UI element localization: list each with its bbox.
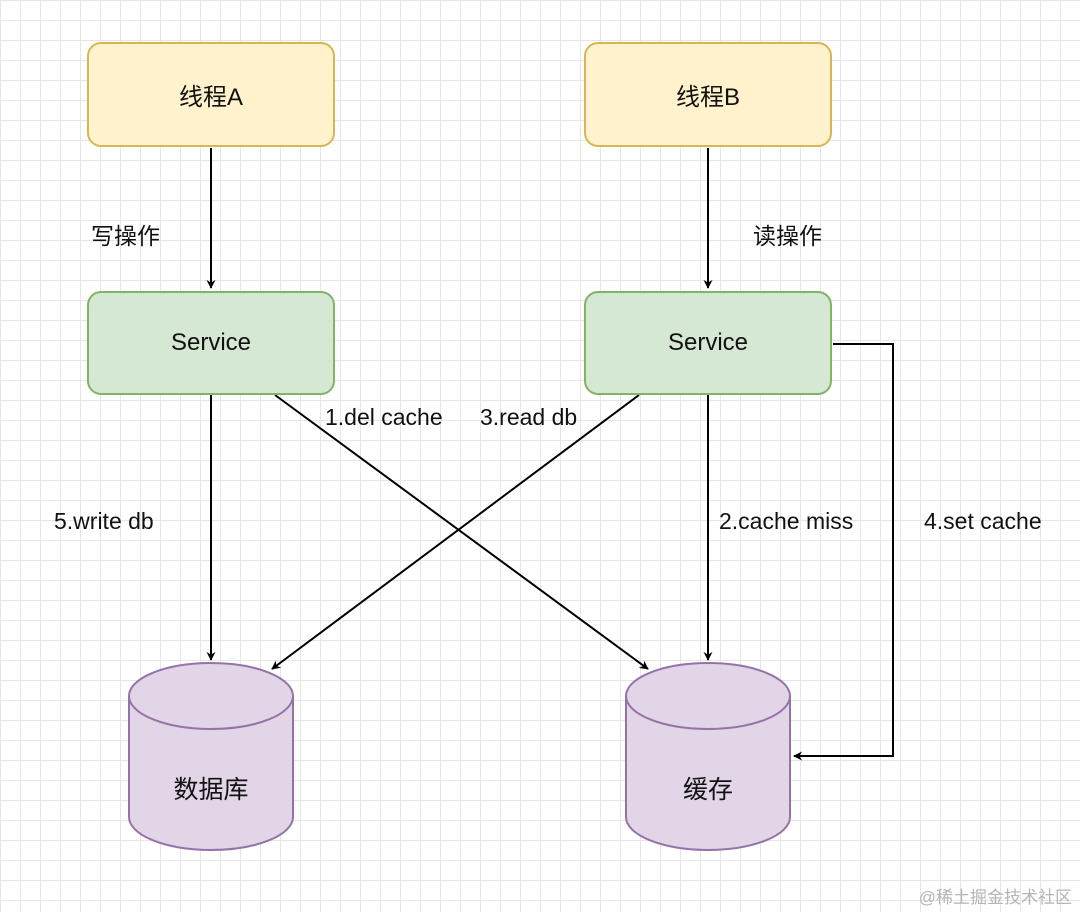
edge-set-cache [793,343,894,761]
thread-b-node: 线程B [584,42,832,147]
read-op-label: 读操作 [753,223,822,249]
edge-read-db [271,394,640,670]
database-label: 数据库 [173,776,249,804]
cache-cylinder [625,662,791,851]
write-op-label: 写操作 [91,223,160,249]
service-b-node: Service [584,291,832,395]
database-cylinder [128,662,294,851]
thread-a-node: 线程A [87,42,335,147]
service-b-label: Service [667,329,749,356]
service-a-node: Service [87,291,335,395]
cache-label: 缓存 [682,776,733,804]
read-db-label: 3.read db [480,404,578,430]
thread-a-label: 线程A [178,84,243,111]
del-cache-label: 1.del cache [325,404,443,430]
edge-del-cache [274,394,649,670]
set-cache-label: 4.set cache [924,508,1042,534]
watermark: @稀土掘金技术社区 [918,888,1072,907]
service-a-label: Service [170,329,252,356]
write-db-label: 5.write db [54,508,154,534]
cache-miss-label: 2.cache miss [719,508,854,534]
thread-b-label: 线程B [675,84,740,111]
